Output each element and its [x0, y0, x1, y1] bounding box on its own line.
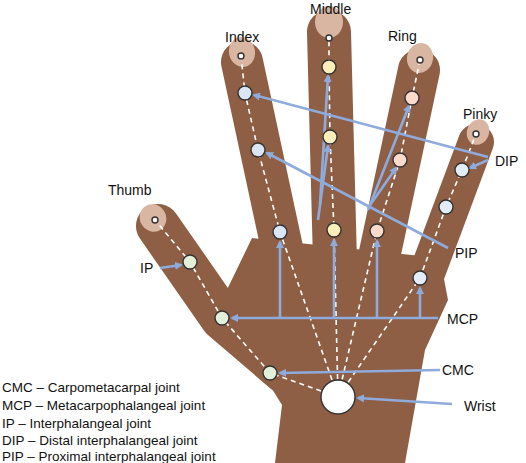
joint-label: Pinky — [463, 106, 497, 122]
joint-label: Middle — [310, 1, 351, 17]
legend-text: DIP – Distal interphalangeal joint — [2, 433, 198, 449]
pointer-arrows — [160, 76, 488, 404]
joint-label: PIP — [455, 245, 478, 261]
joint-label: Thumb — [108, 182, 152, 198]
legend-text: CMC – Carpometacarpal joint — [2, 380, 180, 396]
joint-label: IP — [140, 260, 153, 276]
joint-label: MCP — [447, 311, 478, 327]
joint-label: Ring — [388, 28, 417, 44]
legend-text: IP – Interphalangeal joint — [2, 416, 151, 432]
joint-label: DIP — [495, 153, 518, 169]
joint-label: Index — [225, 29, 259, 45]
legend-text: PIP – Proximal interphalangeal joint — [2, 449, 216, 463]
palm-shape — [222, 238, 448, 463]
skeleton-dashes — [155, 38, 476, 397]
joint-label: CMC — [442, 362, 474, 378]
legend-text: MCP – Metacarpophalangeal joint — [2, 398, 205, 414]
joint-label: Wrist — [464, 398, 496, 414]
fingernails — [134, 6, 492, 237]
joint-markers — [152, 35, 479, 414]
